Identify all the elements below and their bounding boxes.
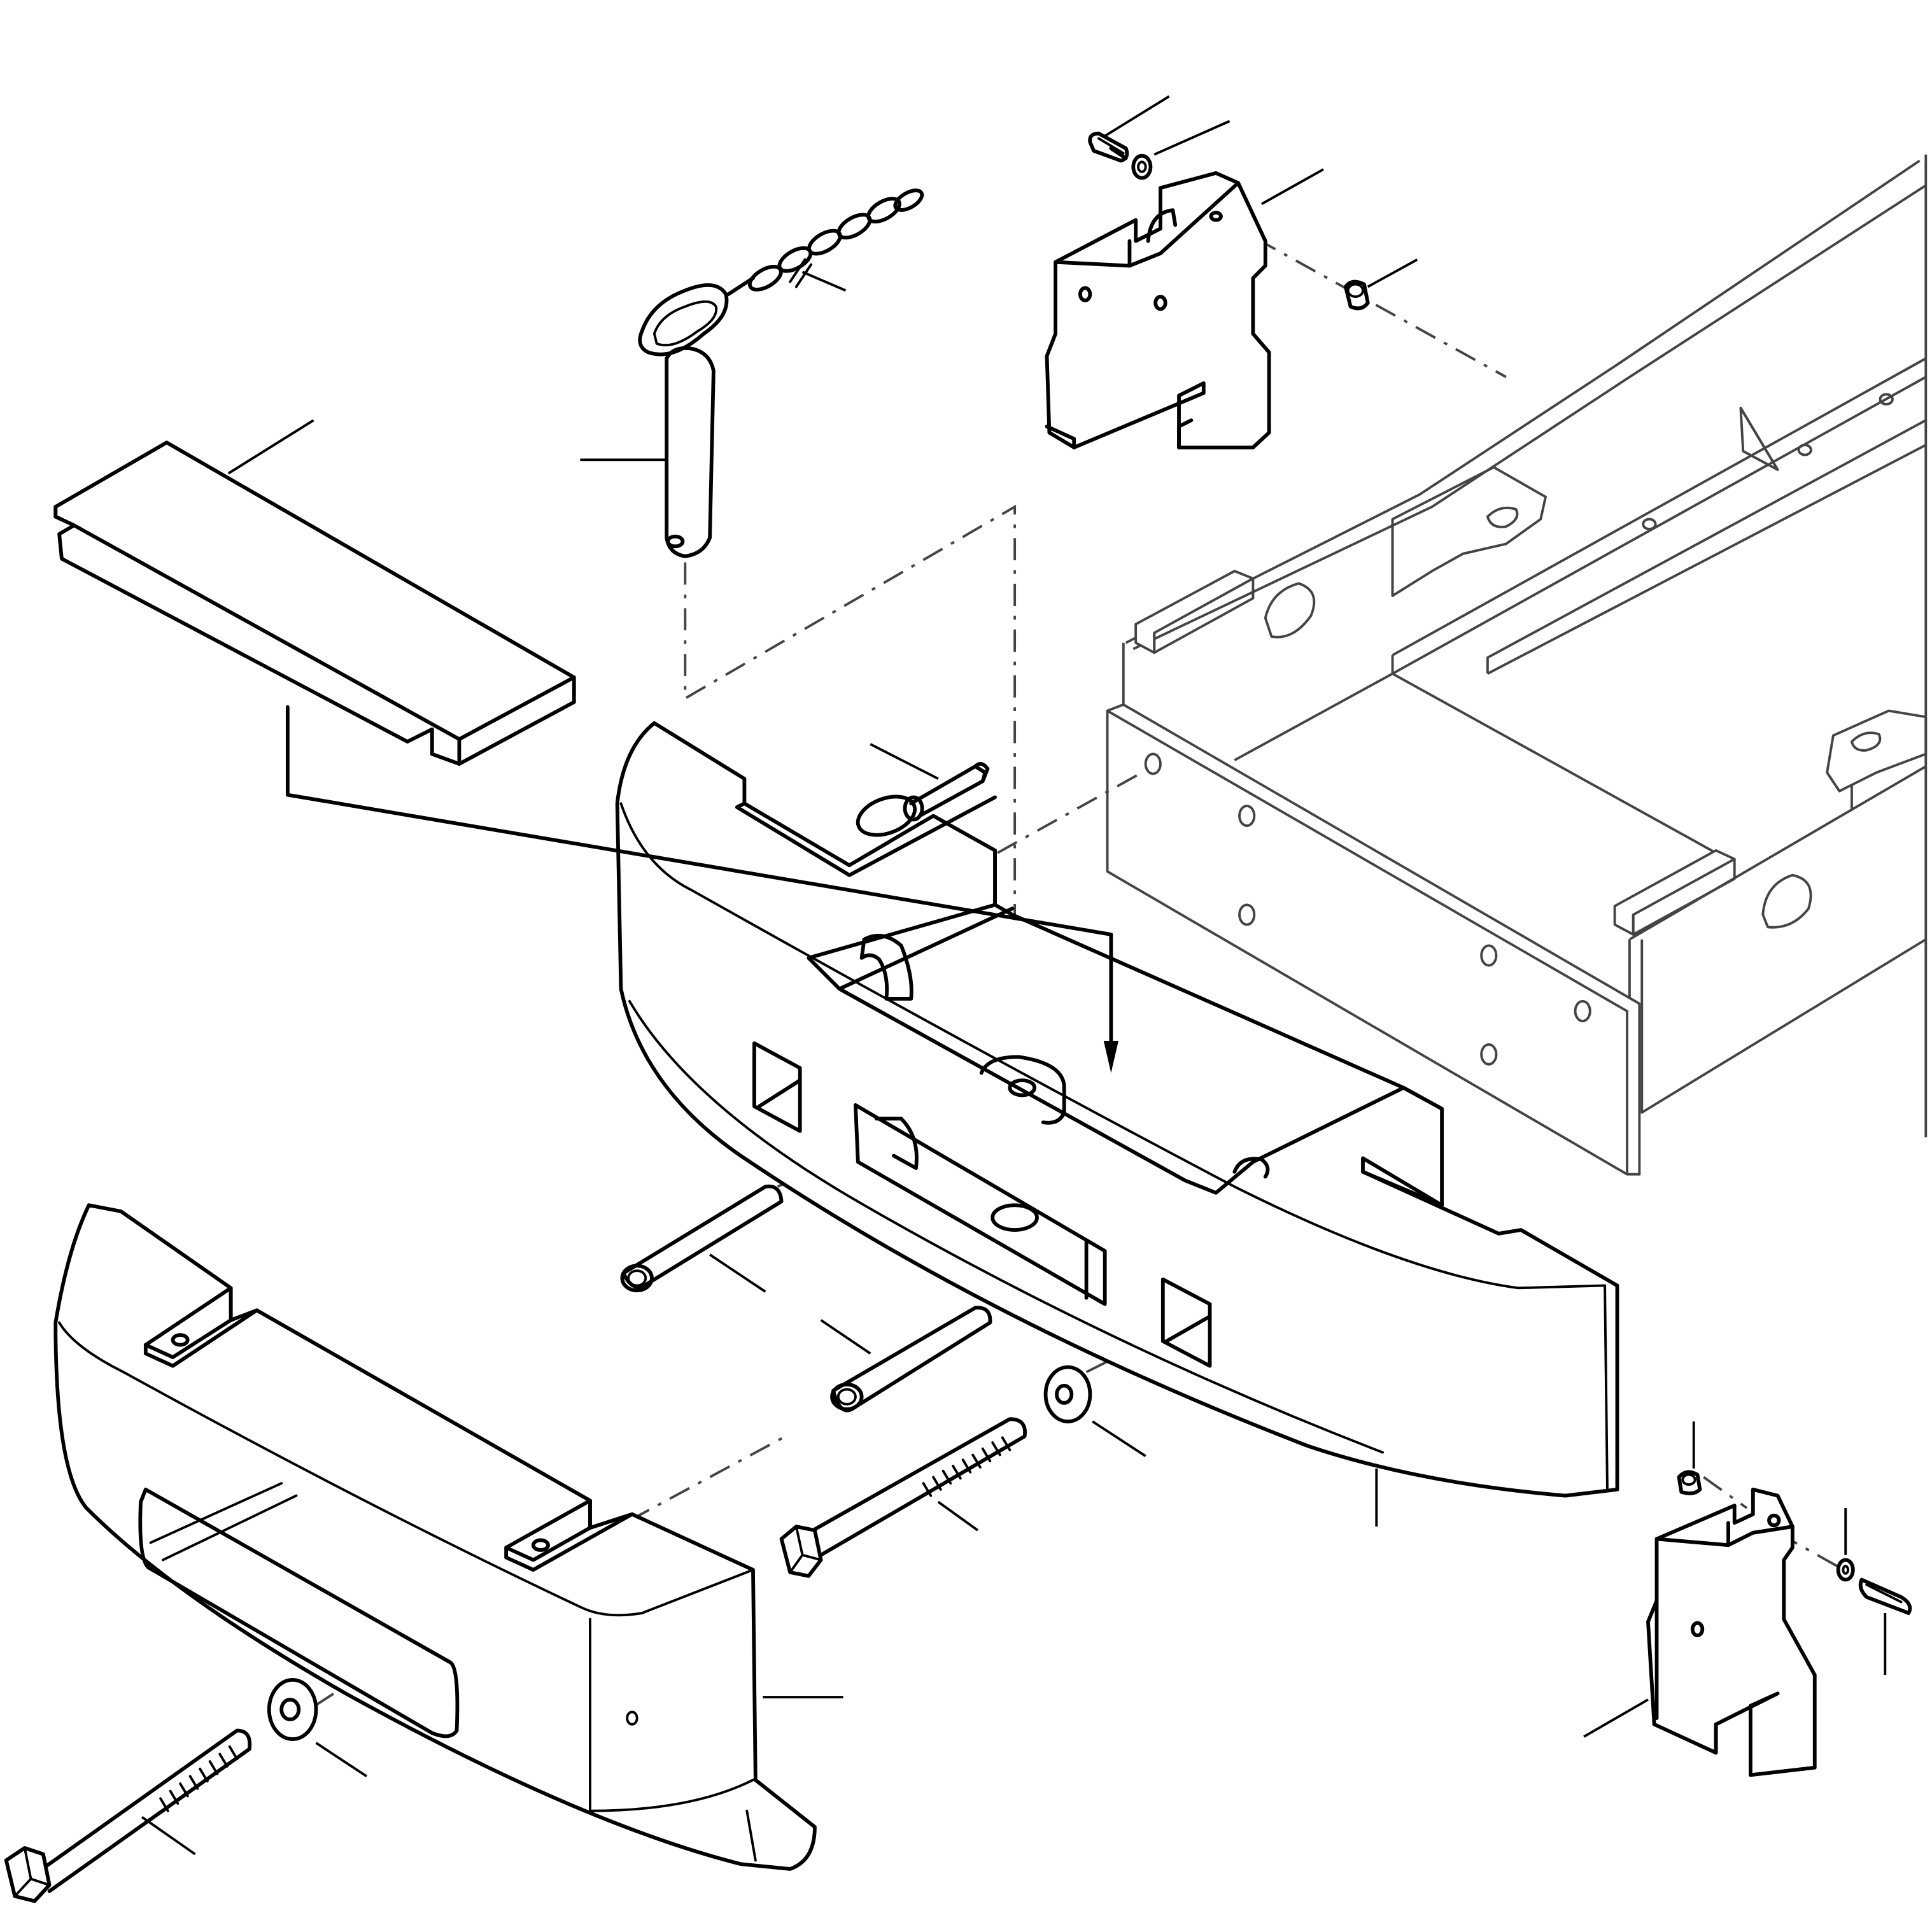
hex-bolt-lower — [4, 1728, 252, 1903]
tractor-frame — [1106, 154, 1928, 1176]
bracket-upper-bushing — [1343, 258, 1418, 311]
roll-pin-upper — [620, 1184, 784, 1293]
bracket-upper-screw — [1088, 95, 1170, 163]
bracket-lower-bushing — [1677, 1421, 1702, 1495]
front-weight — [53, 1203, 843, 1871]
quick-release-pin — [856, 743, 990, 837]
spacer-plate — [53, 419, 1119, 1073]
weight-carrier — [615, 721, 1619, 1527]
bracket-lower-washer — [1836, 1507, 1855, 1582]
hex-bolt-center — [779, 1417, 1027, 1578]
washer-center — [1043, 1365, 1146, 1458]
linch-pin-with-chain — [580, 188, 924, 558]
mounting-bracket-upper — [1045, 168, 1324, 449]
bracket-upper-washer — [1131, 120, 1230, 180]
mounting-bracket-lower — [1583, 1487, 1817, 1777]
washer-lower — [267, 1677, 368, 1777]
roll-pin-lower — [820, 1306, 992, 1413]
bracket-lower-screw — [1858, 1577, 1912, 1675]
